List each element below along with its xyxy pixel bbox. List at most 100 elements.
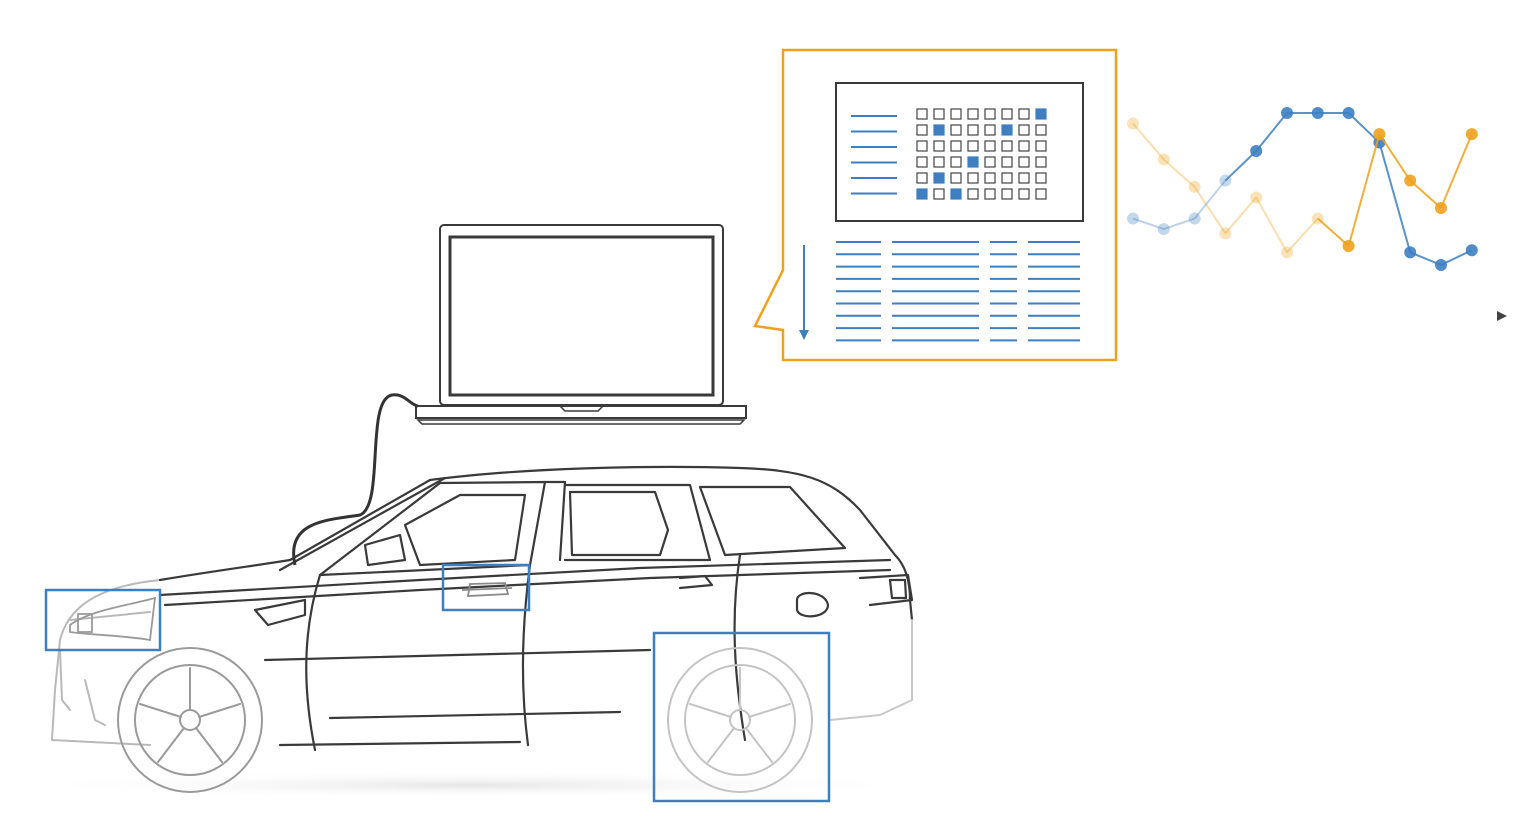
- grid-cell-filled: [916, 188, 928, 200]
- headlight-icon: [69, 596, 157, 642]
- series-1-point: [1250, 191, 1263, 204]
- scan-grid: [916, 108, 1047, 200]
- series-0-segment: [1132, 217, 1165, 231]
- grid-cell: [1018, 172, 1030, 184]
- scanner-callout: [753, 48, 1118, 362]
- series-1-point: [1127, 117, 1139, 130]
- series-0-point: [1127, 212, 1139, 225]
- grid-cell: [1035, 188, 1047, 200]
- grid-cell: [1018, 124, 1030, 136]
- series-1-point: [1311, 212, 1324, 225]
- grid-cell: [933, 140, 945, 152]
- grid-cell: [967, 108, 979, 120]
- grid-cell: [984, 188, 996, 200]
- arrow-right-icon: [1118, 311, 1507, 321]
- series-0-segment: [1378, 142, 1412, 253]
- door-handle-highlight[interactable]: [441, 563, 531, 612]
- series-0-segment: [1193, 179, 1227, 220]
- grid-cell: [1001, 108, 1013, 120]
- series-0-point: [1311, 107, 1324, 119]
- grid-cell: [950, 172, 962, 184]
- grid-cell: [1018, 188, 1030, 200]
- series-1-segment: [1193, 186, 1227, 234]
- grid-cell: [1018, 108, 1030, 120]
- grid-cell-filled: [1001, 124, 1013, 136]
- grid-cell: [967, 188, 979, 200]
- series-0-point: [1250, 145, 1263, 157]
- series-0-point: [1281, 107, 1293, 119]
- highlight-boxes: [44, 563, 831, 803]
- grid-cell: [967, 140, 979, 152]
- grid-cell: [950, 140, 962, 152]
- series-0-segment: [1163, 217, 1195, 231]
- grid-cell: [916, 124, 928, 136]
- series-1-point: [1435, 202, 1447, 214]
- grid-cell: [1001, 188, 1013, 200]
- grid-cell: [933, 108, 945, 120]
- series-0-segment: [1224, 150, 1257, 182]
- grid-cell: [916, 156, 928, 168]
- grid-cell: [1035, 156, 1047, 168]
- series-1-segment: [1163, 158, 1196, 188]
- grid-cell-filled: [950, 188, 962, 200]
- series-1-segment: [1347, 133, 1381, 247]
- series-0-point: [1342, 107, 1355, 119]
- scan-grid-panel: [835, 82, 1084, 222]
- laptop-icon: [415, 224, 747, 425]
- grid-cell-filled: [1035, 108, 1047, 120]
- grid-cell-filled: [967, 156, 979, 168]
- series-1-point: [1404, 174, 1417, 187]
- grid-cell-filled: [933, 172, 945, 184]
- series-0-segment: [1347, 112, 1381, 144]
- series-1-point: [1373, 128, 1386, 141]
- series-1-segment: [1286, 217, 1319, 254]
- rear-wheel-highlight[interactable]: [652, 631, 831, 803]
- series-0-point: [1188, 212, 1201, 225]
- series-0-point: [1435, 259, 1447, 271]
- legend-lines: [851, 115, 897, 195]
- series-0-point: [1465, 244, 1478, 257]
- series-1-segment: [1409, 179, 1442, 209]
- grid-cell: [1001, 172, 1013, 184]
- series-0-point: [1219, 174, 1232, 187]
- grid-cell: [950, 156, 962, 168]
- cable-icon: [292, 393, 419, 566]
- grid-cell: [1001, 140, 1013, 152]
- grid-cell: [950, 124, 962, 136]
- series-1-point: [1157, 153, 1170, 166]
- series-1-point: [1219, 227, 1232, 240]
- series-1-point: [1188, 180, 1201, 193]
- series-1-segment: [1440, 133, 1473, 209]
- grid-cell: [933, 156, 945, 168]
- grid-cell: [1018, 156, 1030, 168]
- series-1-point: [1342, 240, 1355, 252]
- grid-cell: [984, 124, 996, 136]
- grid-cell: [1035, 172, 1047, 184]
- grid-cell: [916, 108, 928, 120]
- grid-cell: [916, 140, 928, 152]
- grid-cell: [1018, 140, 1030, 152]
- data-table: [836, 241, 1080, 342]
- series-1-segment: [1255, 196, 1288, 253]
- grid-cell: [984, 172, 996, 184]
- series-1-point: [1281, 246, 1293, 259]
- grid-cell: [933, 188, 945, 200]
- grid-cell: [984, 140, 996, 152]
- series-0-point: [1157, 223, 1170, 236]
- headlight-highlight[interactable]: [44, 588, 162, 652]
- door-handle-icon: [461, 582, 513, 597]
- grid-cell: [984, 108, 996, 120]
- scroll-down-icon: [799, 245, 809, 340]
- grid-cell: [984, 156, 996, 168]
- series-1-segment: [1132, 122, 1165, 161]
- grid-cell: [1001, 156, 1013, 168]
- grid-cell: [1035, 140, 1047, 152]
- grid-cell: [1035, 124, 1047, 136]
- series-0-segment: [1255, 112, 1288, 152]
- grid-cell: [967, 172, 979, 184]
- ground-shadow: [10, 771, 930, 799]
- series-1-segment: [1317, 217, 1350, 247]
- line-chart: [1127, 107, 1478, 271]
- series-1-segment: [1378, 133, 1412, 182]
